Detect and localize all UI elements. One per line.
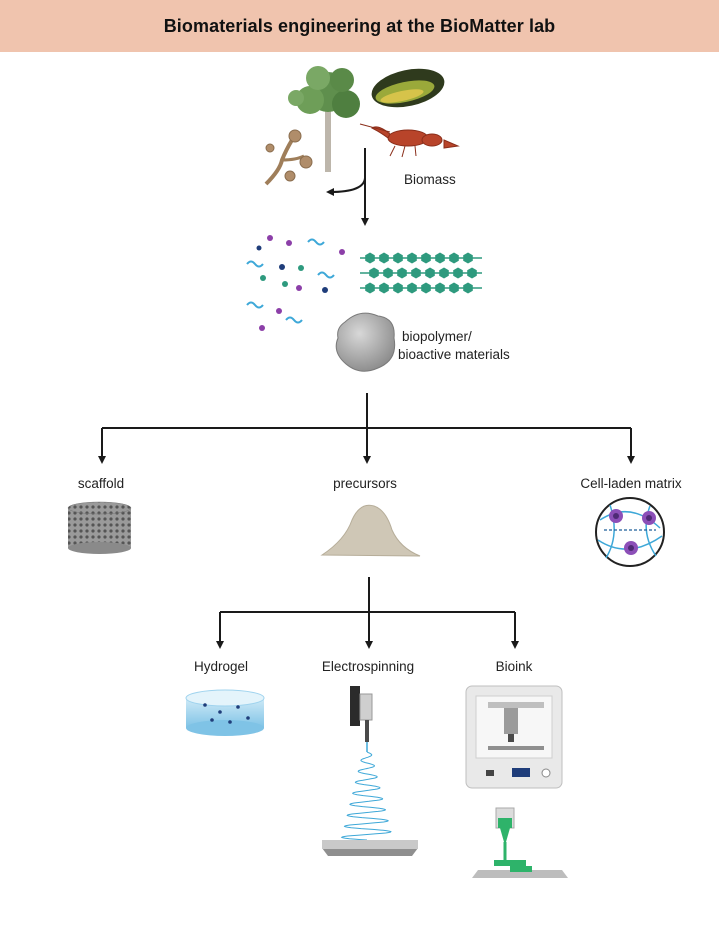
hydrogel-icon (185, 689, 265, 736)
hexagon-unit (369, 267, 379, 279)
hexagon-unit (463, 282, 473, 294)
hexagon-unit (383, 267, 393, 279)
electrospinning-label: Electrospinning (321, 659, 415, 674)
fungus-icon (264, 129, 313, 186)
hexagon-unit (421, 282, 431, 294)
page-title: Biomaterials engineering at the BioMatte… (163, 15, 556, 36)
hexagon-unit (439, 267, 449, 279)
header-banner: Biomaterials engineering at the BioMatte… (0, 0, 719, 52)
hexagon-unit (449, 282, 459, 294)
biopolymer-label-line1: biopolymer/ (402, 329, 472, 344)
scaffold-icon (67, 501, 132, 554)
hexagon-unit (365, 282, 375, 294)
hexagon-unit (393, 252, 403, 264)
polymer-chains-icon (360, 252, 482, 294)
hexagon-unit (435, 282, 445, 294)
hexagon-unit (379, 282, 389, 294)
tree-icon (288, 66, 360, 172)
bioink-label: Bioink (495, 659, 533, 674)
branch-arrows-1 (98, 393, 635, 464)
cell-laden-matrix-label: Cell-laden matrix (580, 476, 682, 491)
biomass-label: Biomass (404, 172, 456, 187)
hexagon-unit (393, 282, 403, 294)
hexagon-unit (411, 267, 421, 279)
hexagon-unit (467, 267, 477, 279)
curved-arrow (326, 148, 366, 196)
bioprinter-icon (465, 685, 563, 789)
crayfish-icon (359, 123, 460, 158)
hexagon-unit (397, 267, 407, 279)
hexagon-unit (379, 252, 389, 264)
bioink-nozzle-icon (472, 807, 568, 878)
precursors-label: precursors (333, 476, 397, 491)
hexagon-unit (463, 252, 473, 264)
hexagon-unit (449, 252, 459, 264)
scaffold-label: scaffold (77, 476, 125, 491)
hexagon-unit (407, 282, 417, 294)
mussel-icon (371, 68, 445, 108)
hexagon-unit (435, 252, 445, 264)
hexagon-unit (365, 252, 375, 264)
hydrogel-label: Hydrogel (193, 659, 249, 674)
hexagon-unit (453, 267, 463, 279)
cell-matrix-icon (595, 497, 665, 567)
hexagon-unit (421, 252, 431, 264)
rock-icon (335, 312, 396, 372)
electrospinning-icon (322, 686, 418, 856)
biopolymer-label-line2: bioactive materials (398, 347, 510, 362)
hexagon-unit (407, 252, 417, 264)
branch-arrows-2 (216, 577, 519, 649)
powder-pile-icon (320, 504, 421, 557)
hexagon-unit (425, 267, 435, 279)
molecules-icon (246, 235, 345, 331)
